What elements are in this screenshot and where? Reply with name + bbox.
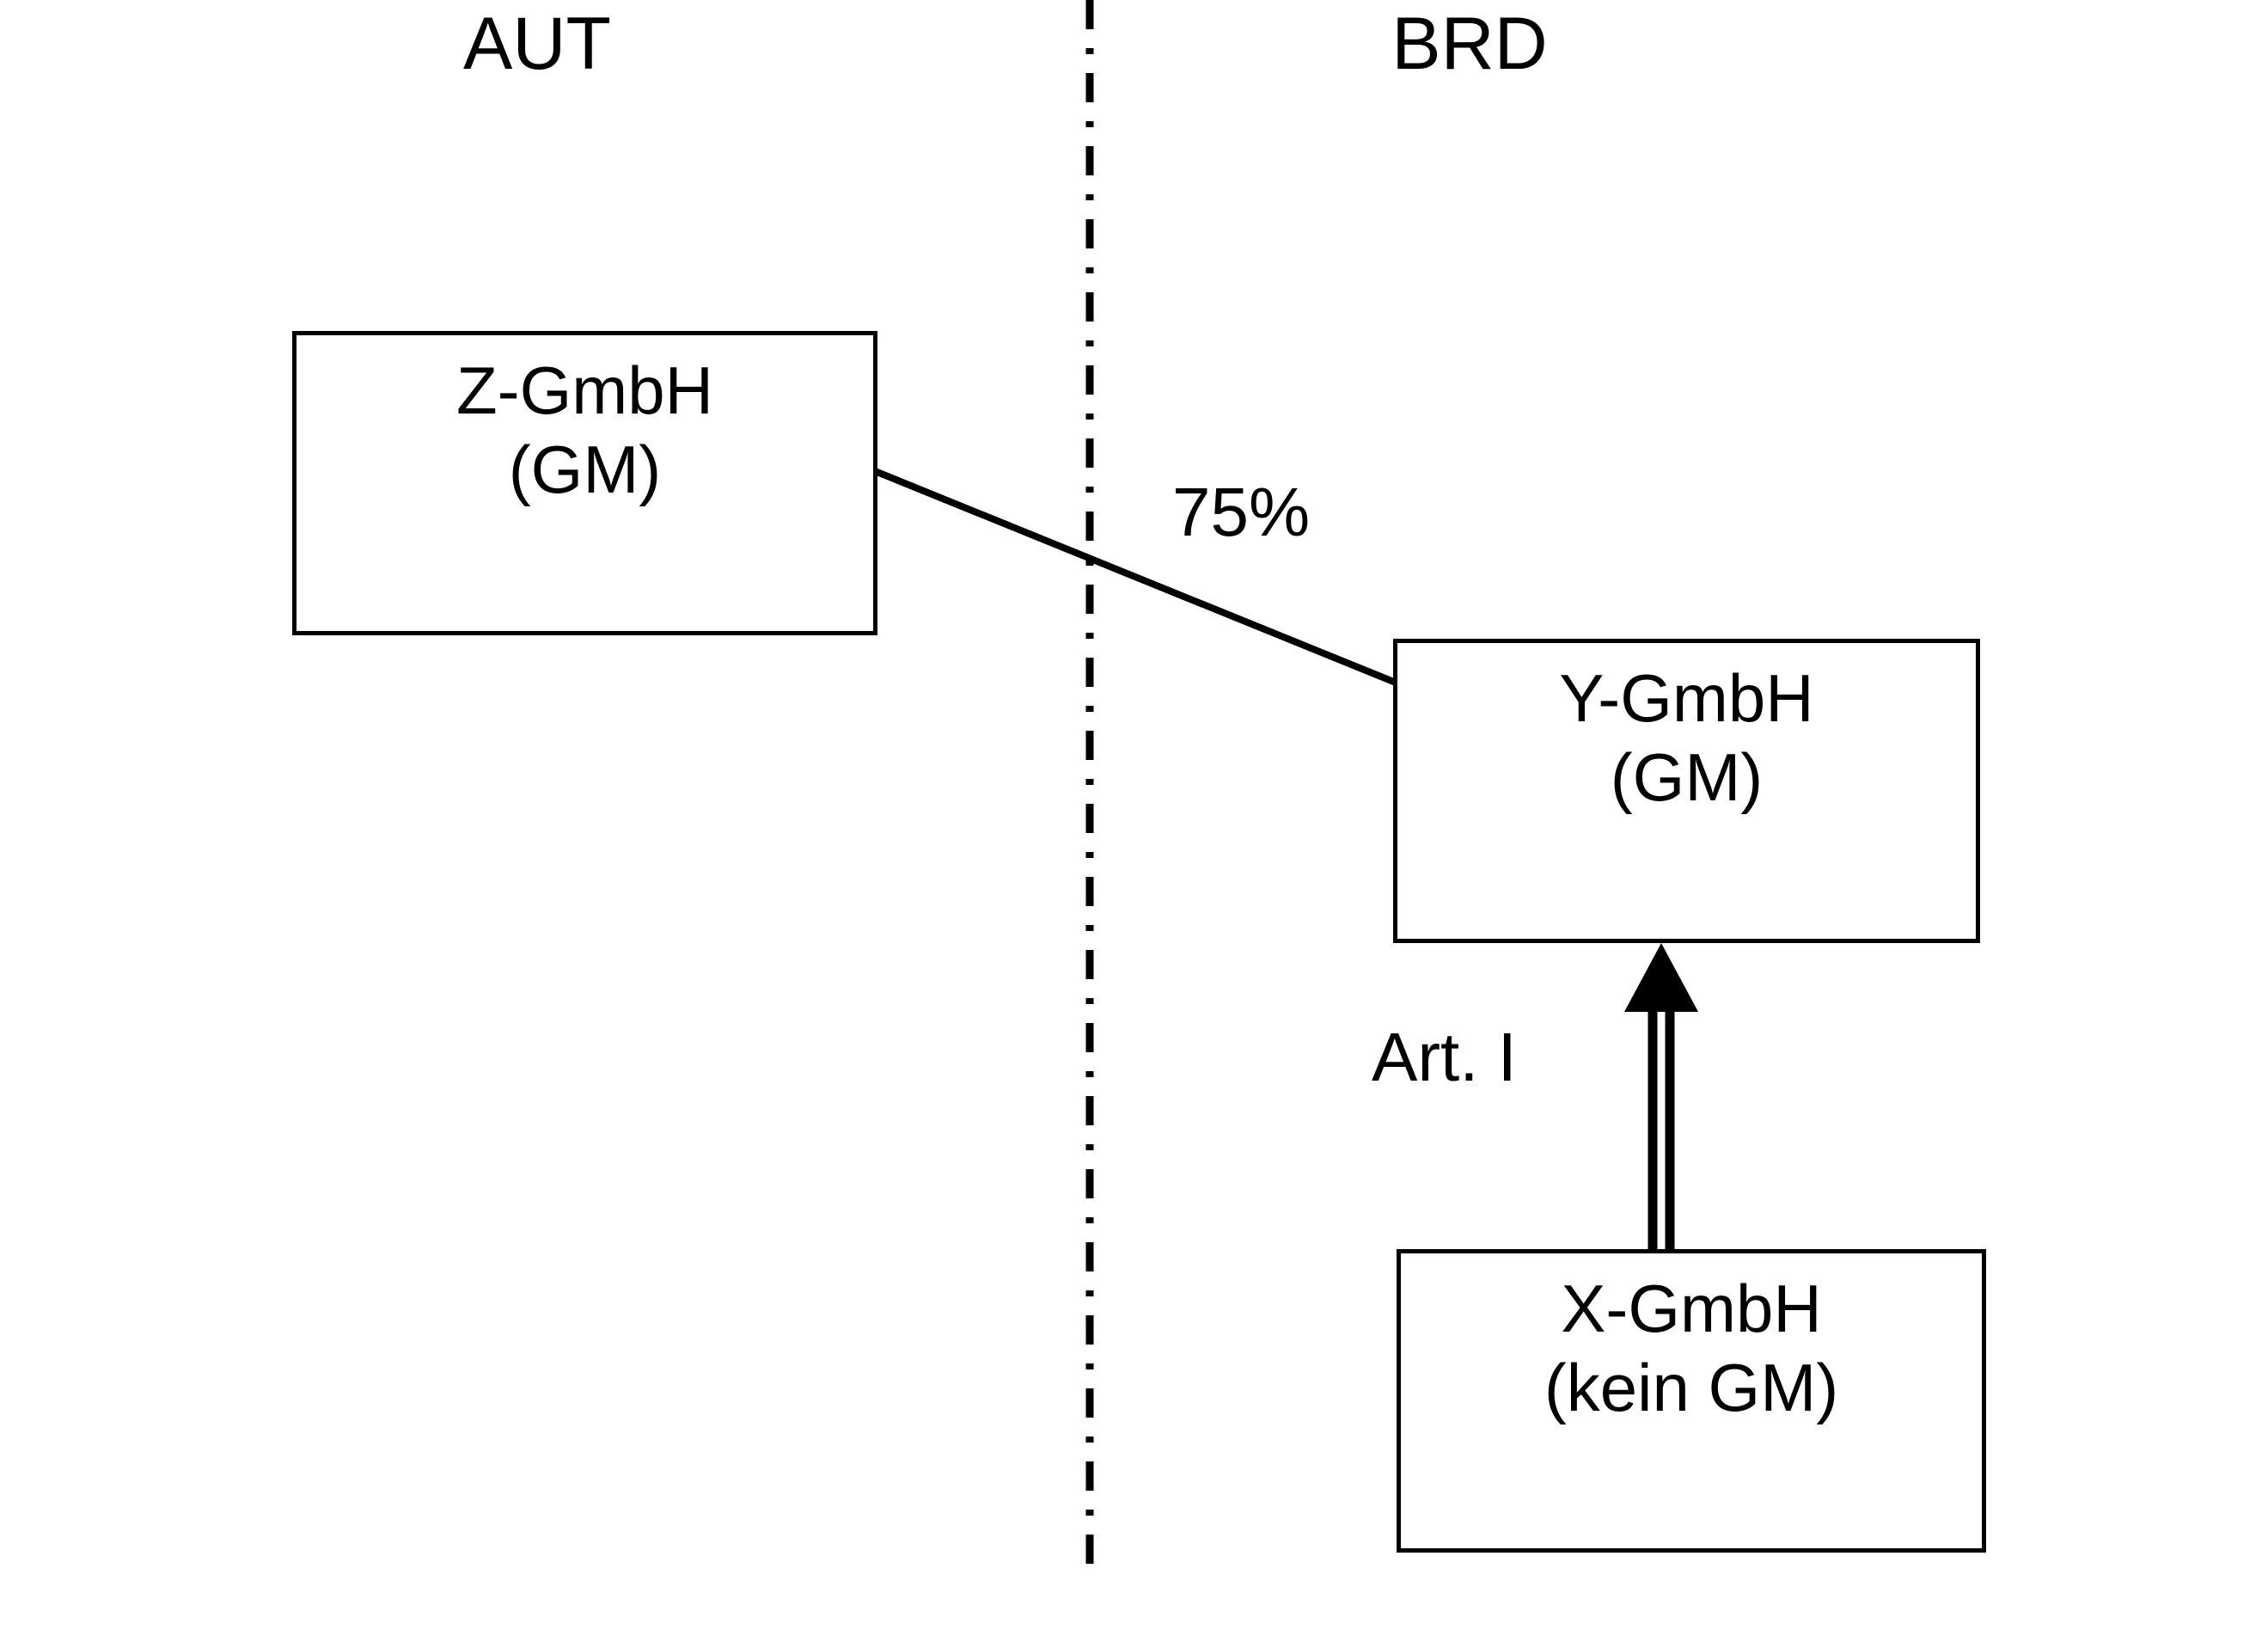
- connector-label-ownership-percentage: 75%: [1172, 474, 1311, 550]
- entity-qualifier-y: (GM): [1610, 739, 1764, 816]
- connector-label-article: Art. I: [1372, 1019, 1517, 1095]
- entity-box-x-gmbh[interactable]: X-GmbH (kein GM): [1397, 1249, 1986, 1553]
- entity-box-x-gmbh-text: X-GmbH (kein GM): [1401, 1269, 1982, 1427]
- entity-name-y: Y-GmbH: [1559, 660, 1814, 736]
- entity-qualifier-x: (kein GM): [1544, 1350, 1839, 1426]
- entity-box-z-gmbh[interactable]: Z-GmbH (GM): [292, 331, 877, 635]
- entity-box-z-gmbh-text: Z-GmbH (GM): [296, 351, 873, 509]
- entity-box-y-gmbh-text: Y-GmbH (GM): [1397, 659, 1976, 817]
- entity-name-z: Z-GmbH: [456, 352, 713, 428]
- connector-x-to-y: [1624, 943, 1698, 1249]
- jurisdiction-label-aut: AUT: [463, 3, 611, 85]
- arrow-head-icon: [1624, 943, 1698, 1012]
- jurisdiction-label-brd: BRD: [1391, 3, 1548, 85]
- entity-box-y-gmbh[interactable]: Y-GmbH (GM): [1393, 639, 1980, 943]
- connector-z-to-y: [873, 468, 1397, 686]
- entity-name-x: X-GmbH: [1561, 1271, 1822, 1346]
- entity-qualifier-z: (GM): [508, 432, 662, 508]
